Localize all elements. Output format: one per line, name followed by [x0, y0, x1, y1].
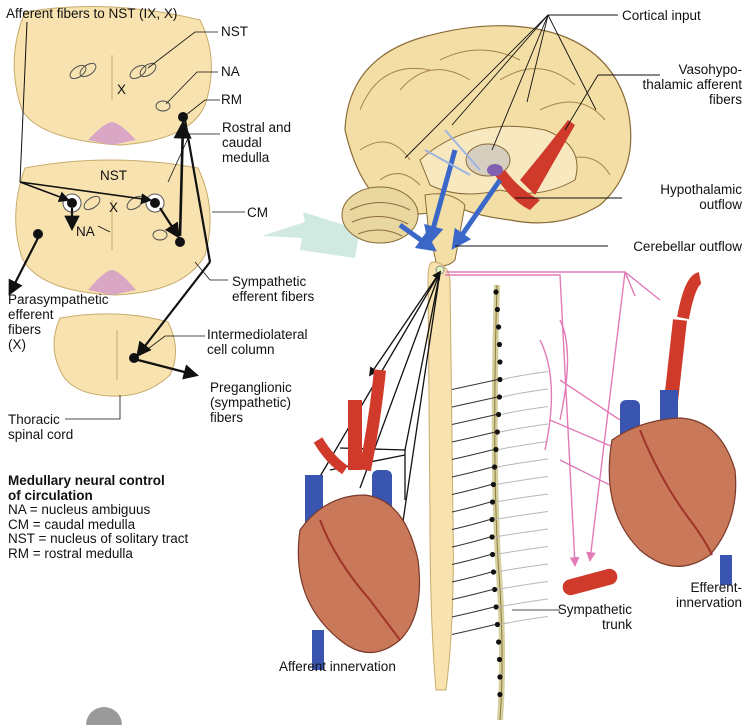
spinal-nerve [452, 607, 494, 617]
trunk-branch [496, 477, 548, 485]
trunk-ganglion [493, 604, 498, 609]
legend: Medullary neural control of circulation … [8, 474, 188, 561]
label-afferent-nst: Afferent fibers to NST (IX, X) [6, 6, 177, 21]
trunk-ganglion [490, 499, 495, 504]
trunk-ganglion [495, 429, 500, 434]
trunk-ganglion [491, 482, 496, 487]
trunk-ganglion [497, 394, 502, 399]
label-cerebellar-outflow: Cerebellar outflow [633, 239, 742, 254]
legend-item: NA = nucleus ambiguus [8, 503, 188, 518]
trunk-branch [502, 407, 548, 415]
label-cortical-input: Cortical input [622, 8, 701, 23]
trunk-ganglion [493, 447, 498, 452]
legend-item: NST = nucleus of solitary tract [8, 532, 188, 547]
spinal-nerve [452, 380, 498, 390]
spinal-nerve [452, 467, 493, 477]
trunk-ganglion [495, 622, 500, 627]
trunk-ganglion [496, 639, 501, 644]
trunk-branch [498, 582, 548, 590]
spinal-nerve [452, 432, 495, 442]
trunk-ganglion [497, 377, 502, 382]
trunk-branch [500, 424, 548, 432]
trunk-branch [496, 494, 548, 502]
label-na-top: NA [221, 64, 240, 79]
label-na-mid: NA [76, 224, 95, 239]
trunk-branch [496, 547, 548, 555]
trunk-ganglion [497, 692, 502, 697]
trunk-ganglion [496, 412, 501, 417]
spinal-nerve [452, 450, 494, 460]
label-rm: RM [221, 92, 242, 107]
trunk-branch [495, 529, 548, 537]
legend-item: CM = caudal medulla [8, 518, 188, 533]
label-nst-top: NST [221, 24, 248, 39]
trunk-ganglion [497, 342, 502, 347]
trunk-ganglion [493, 289, 498, 294]
spinal-nerve [452, 520, 490, 530]
spinal-nerve [452, 537, 490, 547]
trunk-ganglion [489, 517, 494, 522]
label-cm: CM [247, 205, 268, 220]
trunk-ganglion [497, 359, 502, 364]
trunk-ganglion [492, 464, 497, 469]
spinal-nerve [452, 415, 497, 425]
trunk-ganglion [491, 569, 496, 574]
trunk-branch [499, 599, 548, 607]
spinal-nerve [452, 572, 491, 582]
spinal-nerve [452, 397, 497, 407]
trunk-ganglion [497, 657, 502, 662]
label-preganglionic: Preganglionic(sympathetic)fibers [210, 380, 292, 425]
label-efferent-innervation: Efferent-innervation [676, 580, 742, 610]
heart-efferent [609, 278, 735, 585]
trunk-ganglion [489, 534, 494, 539]
legend-title-2: of circulation [8, 489, 188, 504]
spinal-nerve [452, 485, 491, 495]
label-afferent-innervation: Afferent innervation [279, 659, 396, 674]
trunk-branch [503, 372, 548, 380]
trunk-ganglion [497, 674, 502, 679]
trunk-branch [502, 389, 548, 397]
trunk-ganglion [495, 307, 500, 312]
brain-illustration [342, 26, 631, 266]
trunk-branch [500, 617, 548, 625]
vessel-segment [561, 567, 619, 597]
label-x-mid: X [109, 200, 118, 215]
page-marker [86, 707, 122, 725]
trunk-branch [499, 442, 548, 450]
heart-afferent [298, 370, 419, 670]
legend-title-1: Medullary neural control [8, 474, 188, 489]
trunk-ganglion [496, 324, 501, 329]
label-x-top: X [117, 82, 126, 97]
label-nst-mid: NST [100, 168, 127, 183]
spinal-nerve [452, 502, 491, 512]
trunk-branches [495, 372, 548, 625]
trunk-ganglion [490, 552, 495, 557]
legend-item: RM = rostral medulla [8, 547, 188, 562]
sympathetic-trunk [495, 285, 502, 720]
trunk-branch [495, 512, 548, 520]
trunk-ganglion [492, 587, 497, 592]
spinal-nerves [452, 380, 498, 635]
spinal-nerve [452, 555, 491, 565]
trunk-branch [498, 459, 548, 467]
spinal-nerve [452, 590, 493, 600]
trunk-branch [496, 564, 548, 572]
spinal-nerve [452, 625, 495, 635]
